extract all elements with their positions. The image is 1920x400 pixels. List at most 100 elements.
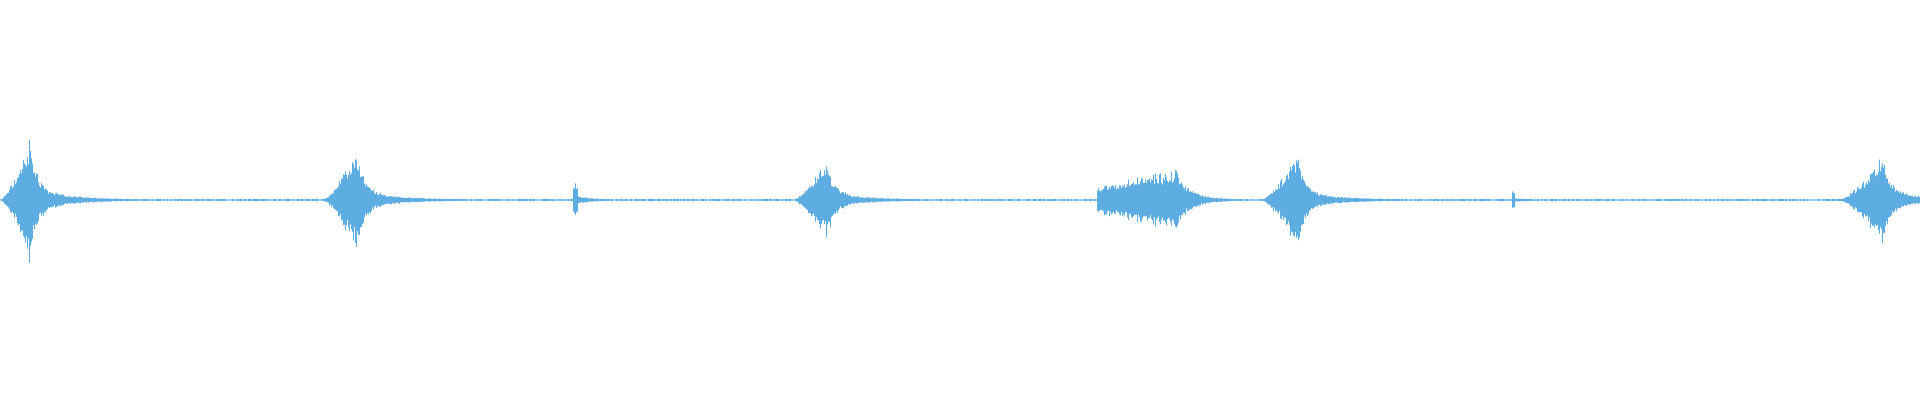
waveform-column — [142, 199, 143, 201]
waveform-column — [1409, 199, 1410, 201]
waveform-column — [215, 199, 216, 201]
waveform-column — [492, 198, 493, 201]
waveform-column — [597, 198, 598, 202]
waveform-column — [906, 198, 907, 202]
waveform-column — [594, 198, 595, 202]
waveform-column — [1079, 199, 1080, 201]
waveform-column — [1632, 198, 1633, 201]
waveform-column — [1169, 180, 1170, 219]
waveform-column — [1407, 199, 1408, 201]
waveform-column — [1324, 195, 1325, 205]
waveform-column — [1292, 166, 1293, 233]
waveform-column — [117, 198, 118, 202]
waveform-column — [1052, 199, 1053, 201]
waveform-column — [1598, 198, 1599, 201]
waveform-column — [419, 197, 420, 203]
waveform-column — [660, 199, 661, 202]
waveform-column — [1013, 199, 1014, 201]
waveform-column — [1023, 199, 1024, 201]
waveform-column — [1571, 199, 1572, 201]
waveform-column — [222, 198, 223, 202]
waveform-column — [1819, 199, 1820, 201]
waveform-column — [1104, 186, 1105, 216]
waveform-column — [964, 198, 965, 202]
waveform-column — [1732, 199, 1733, 201]
waveform-column — [592, 198, 593, 202]
waveform-column — [1413, 199, 1414, 201]
waveform-column — [92, 197, 93, 202]
waveform-column — [53, 193, 54, 207]
waveform-column — [406, 197, 407, 203]
waveform-column — [276, 199, 277, 201]
waveform-column — [966, 198, 967, 202]
waveform-column — [35, 176, 36, 224]
waveform-column — [1072, 199, 1073, 201]
waveform-column — [805, 190, 806, 209]
waveform-column — [1792, 199, 1793, 202]
waveform-column — [902, 198, 903, 201]
waveform-column — [1152, 180, 1153, 221]
waveform-column — [1465, 198, 1466, 202]
waveform-column — [350, 174, 351, 224]
waveform-column — [59, 195, 60, 206]
waveform-column — [233, 198, 234, 202]
waveform-column — [1869, 182, 1870, 218]
waveform-column — [1514, 193, 1515, 208]
waveform-column — [1415, 198, 1416, 201]
waveform-column — [171, 198, 172, 202]
waveform-column — [1807, 199, 1808, 202]
waveform-column — [1877, 174, 1878, 225]
waveform-column — [582, 197, 583, 203]
waveform-column — [1665, 199, 1666, 201]
waveform-column — [125, 199, 126, 201]
waveform-column — [816, 183, 817, 217]
waveform-column — [1396, 198, 1397, 202]
waveform-column — [1753, 198, 1754, 202]
waveform-column — [1638, 199, 1639, 201]
waveform-column — [640, 199, 641, 201]
waveform-column — [1423, 199, 1424, 201]
waveform-column — [928, 199, 929, 201]
waveform-column — [756, 199, 757, 201]
waveform-column — [1403, 199, 1404, 201]
waveform-column — [163, 198, 164, 202]
waveform-column — [978, 198, 979, 202]
waveform-column — [1321, 194, 1322, 206]
waveform-column — [1780, 198, 1781, 202]
waveform-column — [444, 198, 445, 202]
waveform-column — [520, 199, 521, 202]
waveform-column — [1887, 178, 1888, 225]
waveform-column — [800, 196, 801, 204]
waveform-column — [1785, 198, 1786, 202]
waveform-column — [420, 198, 421, 202]
waveform-column — [1818, 198, 1819, 202]
waveform-column — [563, 198, 564, 202]
waveform-column — [1057, 199, 1058, 201]
waveform-column — [1595, 199, 1596, 201]
waveform-column — [9, 190, 10, 209]
waveform-column — [1777, 199, 1778, 201]
waveform-column — [940, 198, 941, 202]
waveform-column — [1797, 198, 1798, 202]
waveform-column — [1838, 198, 1839, 201]
waveform-column — [1759, 199, 1760, 202]
waveform-column — [813, 186, 814, 214]
waveform-column — [892, 198, 893, 202]
waveform-column — [358, 170, 359, 235]
waveform-column — [64, 196, 65, 204]
waveform-column — [1315, 192, 1316, 207]
waveform-column — [637, 198, 638, 202]
waveform-column — [1218, 198, 1219, 202]
waveform-column — [1205, 195, 1206, 205]
waveform-column — [2, 198, 3, 202]
waveform-column — [1542, 199, 1543, 201]
waveform-column — [1165, 174, 1166, 223]
waveform-column — [943, 199, 944, 201]
waveform-column — [439, 198, 440, 202]
waveform-column — [1476, 198, 1477, 202]
waveform-column — [1652, 199, 1653, 201]
waveform-column — [408, 197, 409, 203]
waveform-column — [1446, 199, 1447, 201]
waveform-column — [90, 197, 91, 203]
waveform-column — [382, 195, 383, 206]
